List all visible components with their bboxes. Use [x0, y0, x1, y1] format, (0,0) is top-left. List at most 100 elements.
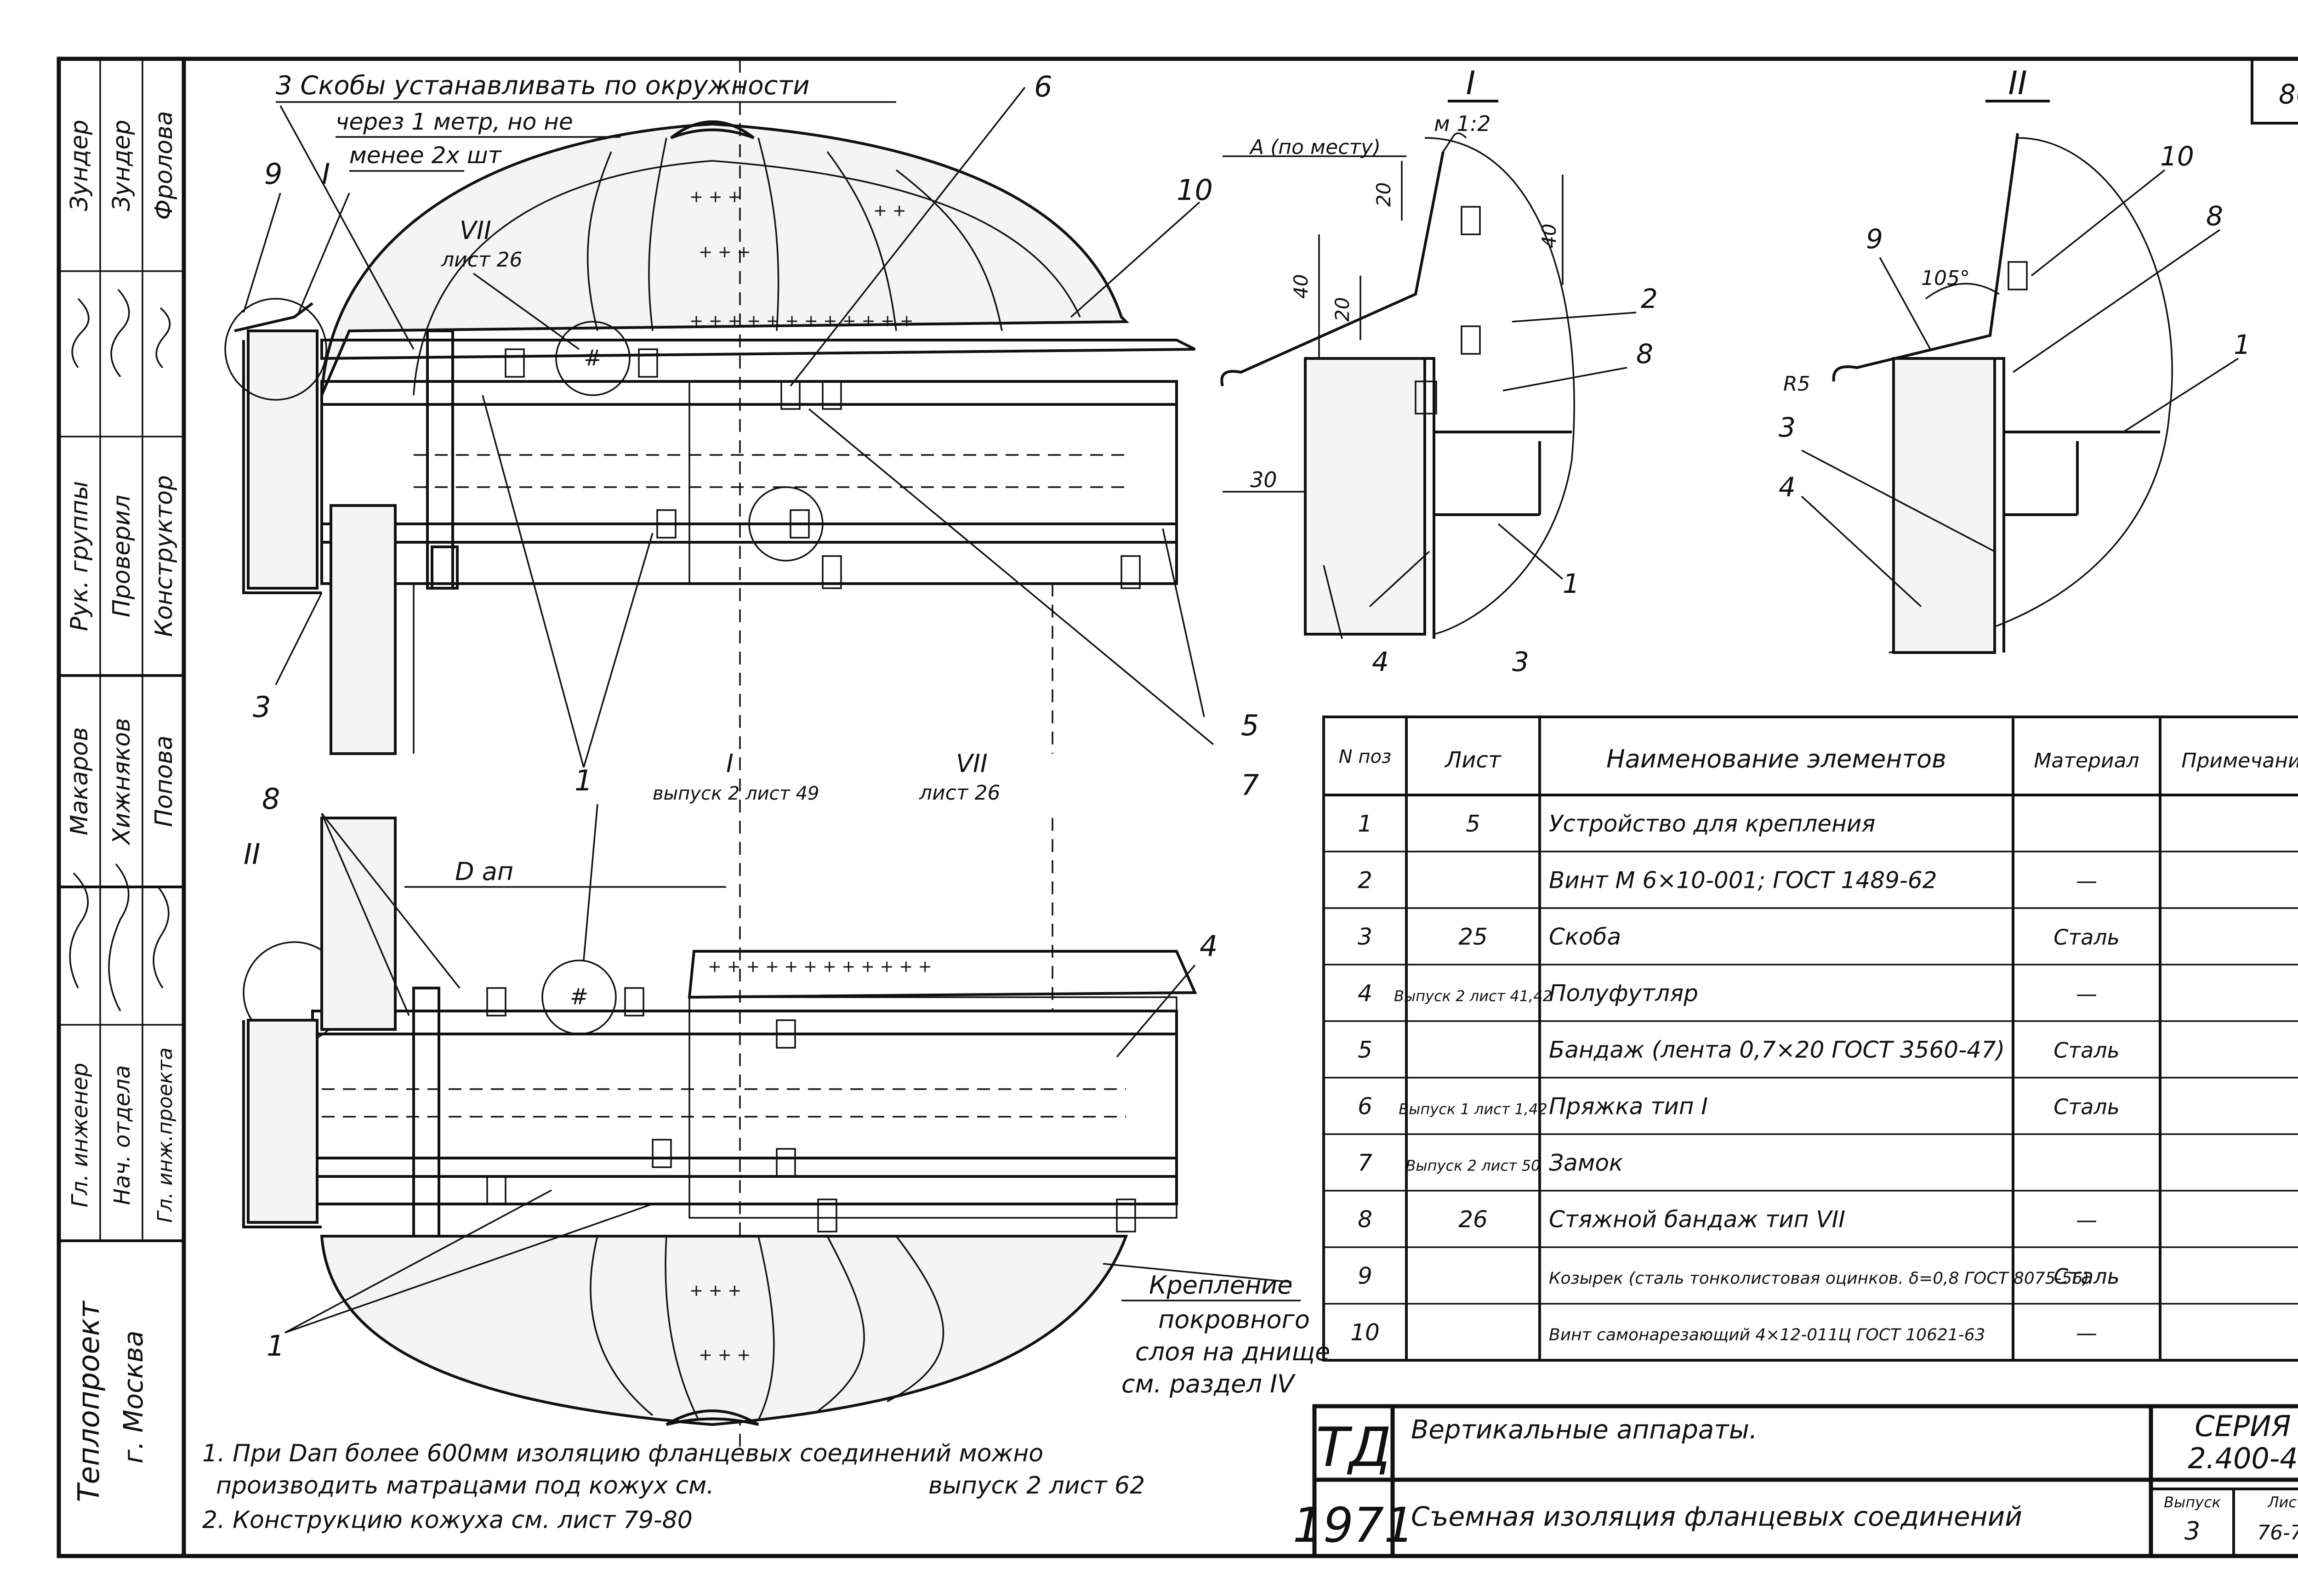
spec-material: —: [2076, 1321, 2097, 1346]
svg-text:2. Конструкцию кожуха см. лист: 2. Конструкцию кожуха см. лист 79-80: [202, 1506, 693, 1534]
detail-VII-marker-upper: [555, 321, 631, 396]
series-value: 2.400-4: [2188, 1442, 2298, 1475]
spec-material: Сталь: [2053, 1095, 2120, 1119]
spec-sheet: 26: [1458, 1206, 1488, 1233]
svg-text:Крепление: Крепление: [1149, 1271, 1293, 1300]
diameter-label: D ап: [455, 857, 513, 886]
detail-I-dim-30: 30: [1250, 467, 1277, 492]
upper-dome-cover: [320, 122, 1130, 396]
detail-II-callout-10: 10: [2160, 141, 2194, 172]
callout-8-lower: 8: [262, 782, 280, 816]
svg-text:через 1 метр, но не: через 1 метр, но не: [336, 108, 573, 135]
detail-II-title: II: [2008, 64, 2027, 102]
spec-name: Полуфутляр: [1549, 980, 1698, 1007]
clamp-note: 3 Скобы устанавливать по окружности чере…: [276, 71, 896, 172]
svg-text:см. раздел IV: см. раздел IV: [1121, 1369, 1296, 1398]
detail-VII-marker-lower: [541, 960, 617, 1035]
spec-table: N поз Лист Наименование элементов Матери…: [1322, 716, 2298, 1362]
stamp-role-6: Гл. инж.проекта: [154, 1047, 177, 1222]
stamp-name-3: Фролова: [150, 111, 178, 220]
leader-lines: [243, 86, 1292, 1334]
stamp-role-1: Рук. группы: [66, 481, 93, 631]
spec-material: Сталь: [2053, 1038, 2120, 1063]
callout-10: 10: [1177, 173, 1213, 207]
spec-sheet: Выпуск 2 лист 41,42: [1394, 988, 1552, 1005]
stamp-name-6: Попова: [150, 735, 178, 827]
bottom-lifting-lug: [666, 1409, 759, 1426]
callout-5: 5: [1241, 709, 1259, 742]
callout-6: 6: [1034, 70, 1052, 103]
detail-II-casing: [1892, 357, 1996, 654]
svg-text:#: #: [570, 984, 588, 1010]
stamp-organization: Теплопроект: [72, 1301, 106, 1502]
spec-pos: 7: [1358, 1150, 1372, 1176]
spec-pos: 4: [1358, 980, 1372, 1007]
spec-name: Стяжной бандаж тип VII: [1549, 1206, 1845, 1233]
sheet-number: 86: [2279, 79, 2298, 110]
svg-text:слоя на днище: слоя на днище: [1135, 1337, 1330, 1366]
detail-I-title: I: [1466, 64, 1476, 102]
fastening-note: Крепление покровного слоя на днище см. р…: [1121, 1271, 1330, 1398]
spec-pos: 9: [1358, 1263, 1372, 1289]
stamp-name-2: Зундер: [108, 119, 136, 211]
spec-pos: 2: [1358, 867, 1372, 894]
detail-I-dim-40a: 40: [1538, 224, 1560, 248]
spec-row: 10 Винт самонарезающий 4×12-011Ц ГОСТ 106…: [1350, 1319, 2097, 1346]
spec-pos: 10: [1350, 1319, 1380, 1346]
spec-name: Козырек (сталь тонколистовая оцинков. δ=…: [1549, 1269, 2089, 1288]
svg-text:+ +: + +: [873, 201, 906, 220]
spec-header-material: Материал: [2034, 749, 2139, 772]
detail-I-casing: [1304, 357, 1426, 636]
stamp-role-5: Нач. отдела: [109, 1065, 135, 1205]
spec-name: Скоба: [1549, 924, 1621, 950]
svg-text:1. При Dап более 600мм изоляци: 1. При Dап более 600мм изоляцию фланцевы…: [202, 1440, 1043, 1467]
spec-material: Сталь: [2053, 925, 2120, 950]
stamp-name-5: Хижняков: [108, 718, 136, 846]
title-line-1: Вертикальные аппараты.: [1411, 1415, 1758, 1445]
title-block: ТД 1971 Вертикальные аппараты. Съемная и…: [1293, 1404, 2298, 1558]
svg-text:покровного: покровного: [1158, 1305, 1310, 1334]
detail-VII-label: VII: [460, 216, 491, 245]
stamp-name-1: Зундер: [66, 119, 93, 211]
upper-shell-body: [320, 380, 1178, 585]
detail-I-callout-2: 2: [1641, 283, 1658, 314]
svg-text:3 Скобы устанавливать по окру: 3 Скобы устанавливать по окружности: [276, 71, 809, 101]
callout-7: 7: [1241, 768, 1259, 802]
general-notes: 1. При Dап более 600мм изоляцию фланцевы…: [202, 1440, 1145, 1534]
upper-flange-view: + + + + + + + + + + + + + + + + + + + + …: [224, 60, 1196, 1448]
callout-1-lower: 1: [267, 1329, 284, 1363]
spec-header-sheet: Лист: [1444, 747, 1502, 773]
spec-name: Бандаж (лента 0,7×20 ГОСТ 3560-47): [1549, 1037, 2005, 1063]
spec-name: Винт самонарезающий 4×12-011Ц ГОСТ 10621…: [1549, 1326, 1985, 1345]
detail-I-dim-20b: 20: [1331, 297, 1354, 322]
spec-header-note: Примечание: [2181, 749, 2298, 772]
detail-I-dim-20a: 20: [1372, 182, 1395, 207]
stamp-name-4: Макаров: [66, 727, 93, 835]
svg-text:производить матрацами под кожу: производить матрацами под кожух см.: [216, 1472, 714, 1499]
callout-3-upper: 3: [253, 690, 271, 724]
spec-pos: 8: [1358, 1206, 1372, 1233]
detail-I-callout-8: 8: [1636, 338, 1653, 369]
detail-I-callout-3: 3: [1512, 646, 1529, 677]
section-I-ref-mark: I: [726, 749, 734, 778]
spec-material: —: [2076, 982, 2097, 1006]
upper-insulation-wall: [330, 504, 397, 755]
stamp-role-4: Гл. инженер: [67, 1063, 93, 1208]
spec-pos: 3: [1358, 924, 1372, 950]
side-stamp: Рук. группы Проверил Конструктор Зундер …: [59, 59, 184, 1502]
detail-I: I м 1:2 А (по месту) 20 40 40 20 30 2 8: [1220, 64, 1658, 677]
detail-I-dim-40b: 40: [1290, 274, 1312, 299]
svg-text:+ + +: + + +: [699, 243, 751, 261]
spec-sheet: 25: [1458, 924, 1488, 950]
detail-II-angle: 105°: [1921, 267, 1970, 290]
signature-2: [69, 863, 170, 1011]
svg-text:+ + + + + + + + + + + +: + + + + + + + + + + + +: [689, 312, 914, 330]
issue-value: 3: [2184, 1516, 2200, 1545]
detail-II-callout-4: 4: [1779, 471, 1796, 503]
